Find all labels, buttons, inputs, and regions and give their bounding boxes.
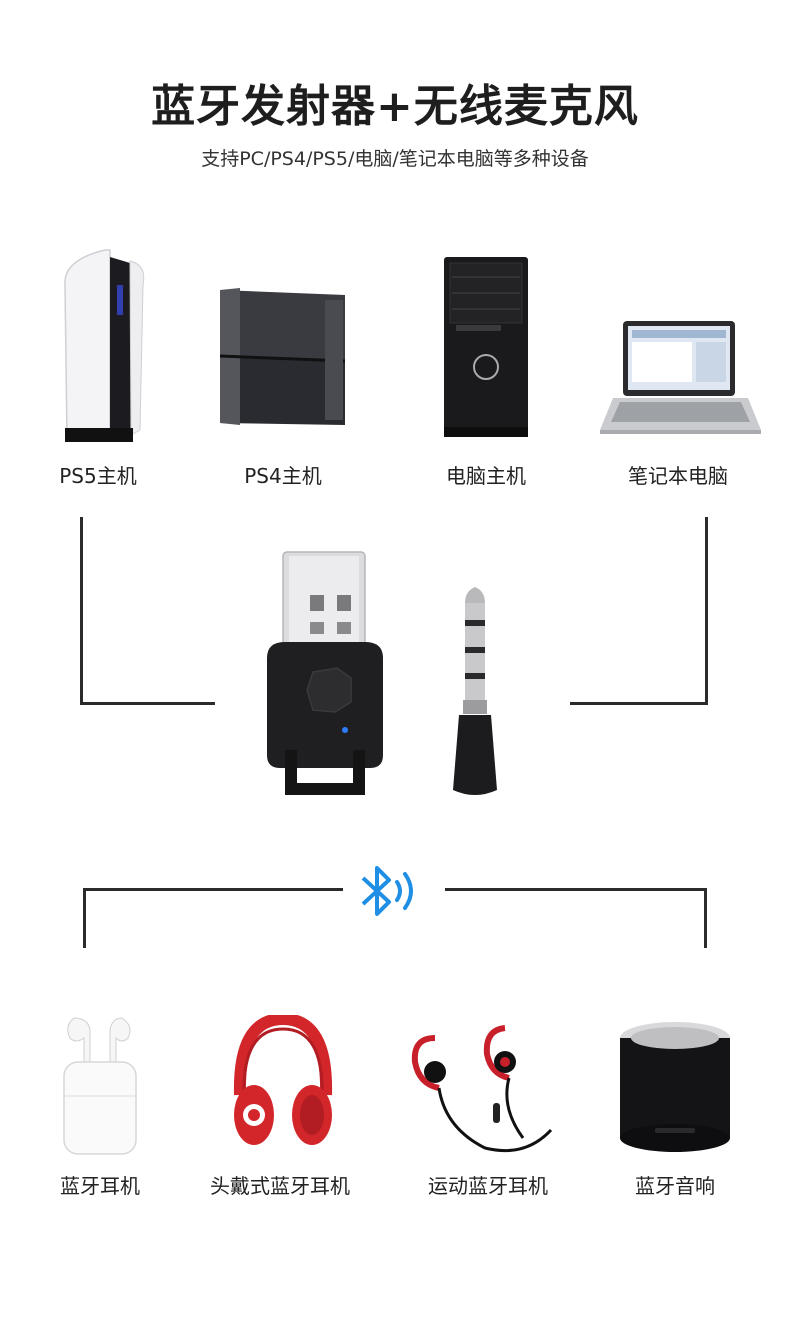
output-label-sport: 运动蓝牙耳机 [428,1174,548,1198]
bt-line-right-v [704,888,707,948]
bt-line-left-v [83,888,86,948]
source-label-ps5: PS5主机 [59,464,137,488]
desktop-tower-icon [442,255,530,440]
sport-earphones-icon [405,1018,560,1158]
output-label-speaker: 蓝牙音响 [635,1174,715,1198]
source-label-laptop: 笔记本电脑 [628,464,728,488]
source-label-ps4: PS4主机 [244,464,322,488]
connector-line-left [80,517,83,705]
output-label-earbuds: 蓝牙耳机 [60,1174,140,1198]
bt-line-right-h [445,888,707,891]
bt-line-left-h [83,888,343,891]
earbuds-icon [60,1012,140,1157]
speaker-icon [615,1020,735,1155]
output-label-headphones: 头戴式蓝牙耳机 [210,1174,350,1198]
page-title: 蓝牙发射器+无线麦克风 [151,81,639,132]
ps5-console-icon [55,245,150,445]
3.5mm-microphone-icon [445,585,505,800]
bluetooth-signal-icon [355,860,425,922]
headphones-icon [228,1015,338,1155]
page-subtitle: 支持PC/PS4/PS5/电脑/笔记本电脑等多种设备 [201,148,589,170]
laptop-icon [598,318,763,438]
connector-line-right [705,517,708,705]
connector-line-left-h [80,702,215,705]
source-label-desktop: 电脑主机 [446,464,526,488]
connector-line-right-h [570,702,708,705]
usb-bluetooth-adapter-icon [265,550,385,800]
ps4-console-icon [215,285,350,430]
